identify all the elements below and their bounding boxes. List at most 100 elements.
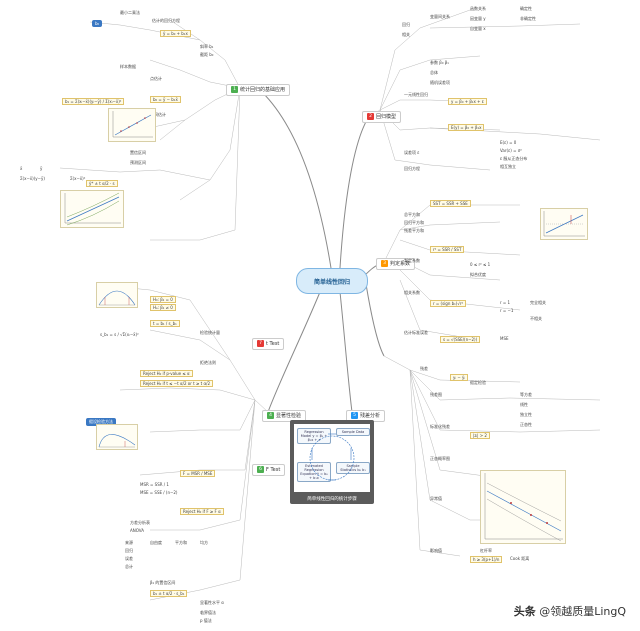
leaf-lt-5: 样本数据: [120, 64, 136, 69]
process-panel-inner: Regression Model y = β₀ + β₁x + ε Sample…: [294, 424, 370, 492]
leaf-lb-9: Reject H₀ if F ≥ F α: [180, 508, 224, 515]
leaf-rt-19: 随机误差项: [430, 80, 450, 85]
leaf-rt-6: 确定性: [520, 6, 532, 11]
regression-scatter-graph: [108, 108, 156, 142]
link-sec5b: [365, 283, 385, 357]
leaf-lb-2: t = b₁ / s_b₁: [150, 320, 180, 327]
leaf-rm-16: 不相关: [530, 316, 542, 321]
leaf-lb-10: 方差分析表: [130, 520, 150, 525]
branch-sec3-label: 判定系数: [390, 261, 411, 267]
leaf-rm-12: MSE: [500, 336, 509, 341]
leaf-rt-1: 相关: [402, 32, 410, 37]
f-distribution-graph: [96, 424, 138, 450]
leaf-lt-6: 点估计: [150, 76, 162, 81]
leaf-rm-15: 完全相关: [530, 300, 546, 305]
process-panel-caption: 简单线性回归的统计步骤: [307, 497, 357, 502]
leaf-rt-14: ε 服从正态分布: [500, 156, 528, 161]
leaf-lb-15: 来源: [125, 540, 133, 545]
leaf-rb-14: |zᵢ| > 2: [470, 432, 490, 439]
leaf-rm-2: 回归平方和: [404, 220, 424, 225]
leaf-lt-16: b₀ = ȳ − b₁x̄: [150, 96, 181, 103]
leaf-rm-8: 0 ≤ r² ≤ 1: [470, 262, 491, 267]
watermark: 头条 @领越质量LingQ: [514, 603, 626, 619]
leaf-rm-1: 总平方和: [404, 212, 420, 217]
branch-sec6-number: 6: [257, 466, 264, 473]
leaf-rm-11: s = √(SSE/(n−2)): [440, 336, 481, 343]
process-panel: Regression Model y = β₀ + β₁x + ε Sample…: [290, 420, 374, 504]
t-distribution-graph: [96, 282, 138, 308]
center-topic[interactable]: 简单线性回归: [296, 268, 368, 294]
leaf-rt-2: 变量间关系: [430, 14, 450, 19]
leaf-lt-10: ŷ* ± t α/2 · s: [86, 180, 118, 187]
trunk-lines: [261, 91, 385, 413]
regression-scatter-svg: [112, 111, 153, 138]
branch-sec3-number: 3: [381, 260, 388, 267]
leaf-rb-0: 残差: [420, 366, 428, 371]
sum-of-squares-graph: [540, 208, 588, 240]
leaf-lt-15: b₁ = Σ(xᵢ−x̄)(yᵢ−ȳ) / Σ(xᵢ−x̄)²: [62, 98, 125, 105]
leaf-rt-10: E(y) = β₀ + β₁x: [448, 124, 485, 131]
leaf-rm-3: 残差平方和: [404, 228, 424, 233]
branch-sec2-number: 2: [367, 113, 374, 120]
leaf-rb-12: 假定检验: [470, 380, 486, 385]
leaf-rt-18: 总体: [430, 70, 438, 75]
leaf-rb-5: 异常值: [430, 496, 442, 501]
leaf-rm-14: r = −1: [500, 308, 514, 313]
leaf-rm-4: r² = SSR / SST: [430, 246, 465, 253]
leaf-lt-11: x̄: [20, 166, 23, 171]
t-distribution-svg: [98, 290, 136, 306]
leaf-rb-1: yᵢ − ŷᵢ: [450, 374, 469, 381]
leaf-rm-5: 判定系数: [404, 258, 420, 263]
link-sec2: [339, 117, 369, 269]
leaf-lb-23: 显著性水平 α: [200, 600, 224, 605]
leaf-rb-4: 正态概率图: [430, 456, 450, 461]
leaf-lb-25: p 值法: [200, 618, 212, 623]
leaf-rt-0: 回归: [402, 22, 410, 27]
interval-band-graph: [60, 190, 124, 228]
process-node-sample: Sample Data: [336, 428, 370, 436]
leaf-lb-14: 均方: [200, 540, 208, 545]
leaf-rm-10: 估计标准误差: [404, 330, 428, 335]
leaf-rt-7: 非确定性: [520, 16, 536, 21]
branch-sec7-number: 7: [257, 340, 264, 347]
leaf-rt-12: E(ε) = 0: [500, 140, 517, 145]
leaf-lt-7: 区间估计: [150, 112, 166, 117]
branch-sec6-label: F Test: [266, 467, 281, 473]
branch-sec2-label: 回归模型: [376, 114, 397, 120]
leaf-lt-0: 最小二乘法: [120, 10, 140, 15]
link-sec1: [261, 91, 332, 269]
f-distribution-svg: [98, 434, 136, 448]
leaf-lb-16: 回归: [125, 548, 133, 553]
leaf-rt-4: 因变量 y: [470, 16, 486, 21]
leaf-lb-5: Reject H₀ if t ≤ −t α/2 or t ≥ t α/2: [140, 380, 213, 387]
leaf-lines-right-mid: [383, 204, 521, 341]
leaf-lb-1: Hₐ: β₁ ≠ 0: [150, 304, 176, 311]
watermark-logo: 头条: [513, 605, 536, 618]
sum-of-squares-svg: [543, 211, 585, 237]
leaf-lt-2: ŷ = b₀ + b₁x: [160, 30, 191, 37]
leaf-rt-9: y = β₀ + β₁x + ε: [448, 98, 487, 105]
leaf-rt-11: 误差项 ε: [404, 150, 420, 155]
leaf-rb-10: 独立性: [520, 412, 532, 417]
leaf-rb-2: 残差图: [430, 392, 442, 397]
leaf-rm-0: SST = SSR + SSE: [430, 200, 471, 207]
leaf-lb-12: 自由度: [150, 540, 162, 545]
watermark-text: @领越质量LingQ: [539, 605, 626, 618]
process-node-model: Regression Model y = β₀ + β₁x + ε: [297, 428, 331, 444]
leaf-lb-19: β₁ 的置信区间: [150, 580, 176, 585]
leaf-rt-16: 回归方程: [404, 166, 420, 171]
leaf-lt-12: ȳ: [40, 166, 43, 171]
leaf-lb-17: 误差: [125, 556, 133, 561]
branch-sec1-number: 1: [231, 86, 238, 93]
process-arrows: [309, 433, 355, 481]
leaf-lb-6: F = MSR / MSE: [180, 470, 216, 477]
leaf-rb-11: 正态性: [520, 422, 532, 427]
residual-plot-svg: [484, 473, 563, 542]
leaf-lt-8: 置信区间: [130, 150, 146, 155]
